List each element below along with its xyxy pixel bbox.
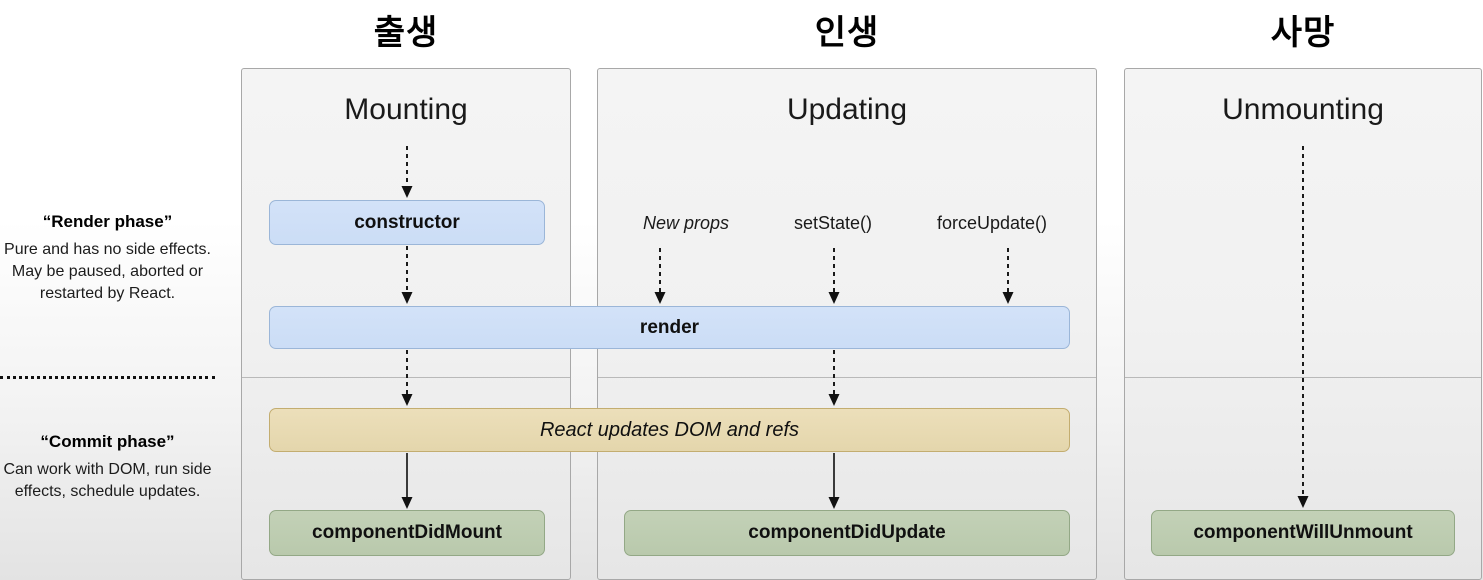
arrow-constructor-to-render: [399, 246, 415, 306]
arrow-force-update-to-render: [1000, 248, 1016, 306]
arrow-unmounting-title-to-will-unmount: [1295, 146, 1311, 510]
lifecycle-box-render-label: render: [639, 316, 700, 338]
panel-title-mounting: Mounting: [344, 93, 468, 126]
phase-separator-dotted-line: [0, 376, 215, 379]
panel-title-updating: Updating: [786, 93, 908, 126]
lifecycle-box-component-did-update-label: componentDidUpdate: [748, 522, 946, 543]
lifecycle-box-component-did-mount[interactable]: componentDidMount: [269, 510, 545, 556]
arrow-commit-to-did-update: [826, 453, 842, 511]
trigger-label-force-update: forceUpdate(): [936, 213, 1048, 233]
era-title-death: 사망: [1270, 14, 1336, 52]
trigger-label-set-state: setState(): [793, 213, 873, 233]
panel-divider-unmounting: [1125, 377, 1481, 378]
arrow-set-state-to-render: [826, 248, 842, 306]
lifecycle-box-constructor-label: constructor: [354, 211, 460, 233]
arrow-new-props-to-render: [652, 248, 668, 306]
legend-render-phase-body: Pure and has no side effects. May be pau…: [4, 241, 211, 303]
lifecycle-box-component-will-unmount[interactable]: componentWillUnmount: [1151, 510, 1455, 556]
arrow-render-to-commit-mounting: [399, 350, 415, 408]
legend-commit-phase-body: Can work with DOM, run side effects, sch…: [3, 461, 212, 501]
panel-title-unmounting: Unmounting: [1222, 93, 1384, 126]
trigger-label-new-props: New props: [642, 213, 730, 233]
lifecycle-box-component-did-mount-label: componentDidMount: [312, 522, 502, 543]
lifecycle-box-component-will-unmount-label: componentWillUnmount: [1193, 522, 1413, 543]
arrow-render-to-commit-updating: [826, 350, 842, 408]
panel-divider-updating: [598, 377, 1096, 378]
legend-commit-phase-title: “Commit phase”: [40, 432, 175, 451]
legend-commit-phase: “Commit phase” Can work with DOM, run si…: [0, 432, 215, 503]
era-title-birth: 출생: [373, 14, 439, 52]
lifecycle-box-component-did-update[interactable]: componentDidUpdate: [624, 510, 1070, 556]
legend-render-phase-title: “Render phase”: [42, 212, 173, 231]
arrow-mounting-title-to-constructor: [399, 146, 415, 200]
legend-render-phase: “Render phase” Pure and has no side effe…: [0, 212, 215, 305]
era-title-life: 인생: [814, 14, 880, 52]
lifecycle-box-render[interactable]: render: [269, 306, 1070, 349]
arrow-commit-to-did-mount: [399, 453, 415, 511]
lifecycle-box-react-updates-dom[interactable]: React updates DOM and refs: [269, 408, 1070, 452]
lifecycle-box-constructor[interactable]: constructor: [269, 200, 545, 245]
lifecycle-box-react-updates-dom-label: React updates DOM and refs: [539, 418, 799, 441]
